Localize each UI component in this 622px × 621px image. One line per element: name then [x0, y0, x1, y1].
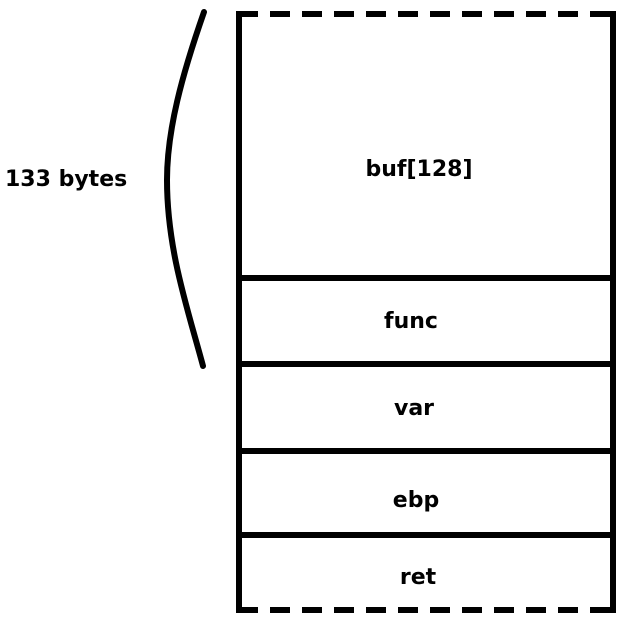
stack-cell-var-label: var — [393, 396, 435, 421]
stack-cell-func-label: func — [384, 309, 438, 334]
size-brace — [163, 9, 207, 369]
stack-cell-buf-label: buf[128] — [365, 157, 473, 182]
size-annotation-label: 133 bytes — [5, 167, 128, 192]
stack-cell-ret-label: ret — [399, 565, 437, 590]
stack-cell-ebp-label: ebp — [392, 488, 440, 513]
